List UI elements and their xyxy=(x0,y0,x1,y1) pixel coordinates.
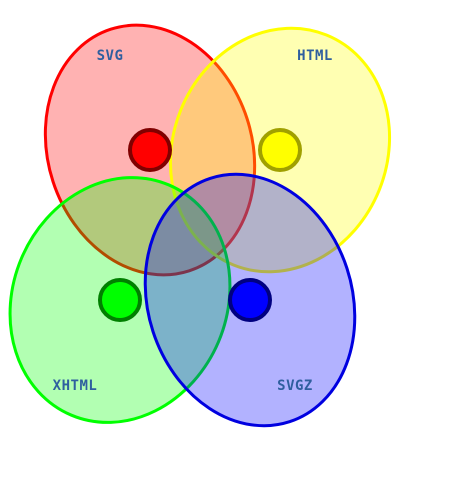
html-center-marker xyxy=(258,128,302,172)
xhtml-set-label: XHTML xyxy=(53,378,98,394)
svg-set-label: SVG xyxy=(97,48,124,64)
svg-center-marker xyxy=(128,128,172,172)
svgz-center-marker xyxy=(228,278,272,322)
svgz-set-label: SVGZ xyxy=(277,378,313,394)
xhtml-center-marker xyxy=(98,278,142,322)
html-set-label: HTML xyxy=(297,48,333,64)
